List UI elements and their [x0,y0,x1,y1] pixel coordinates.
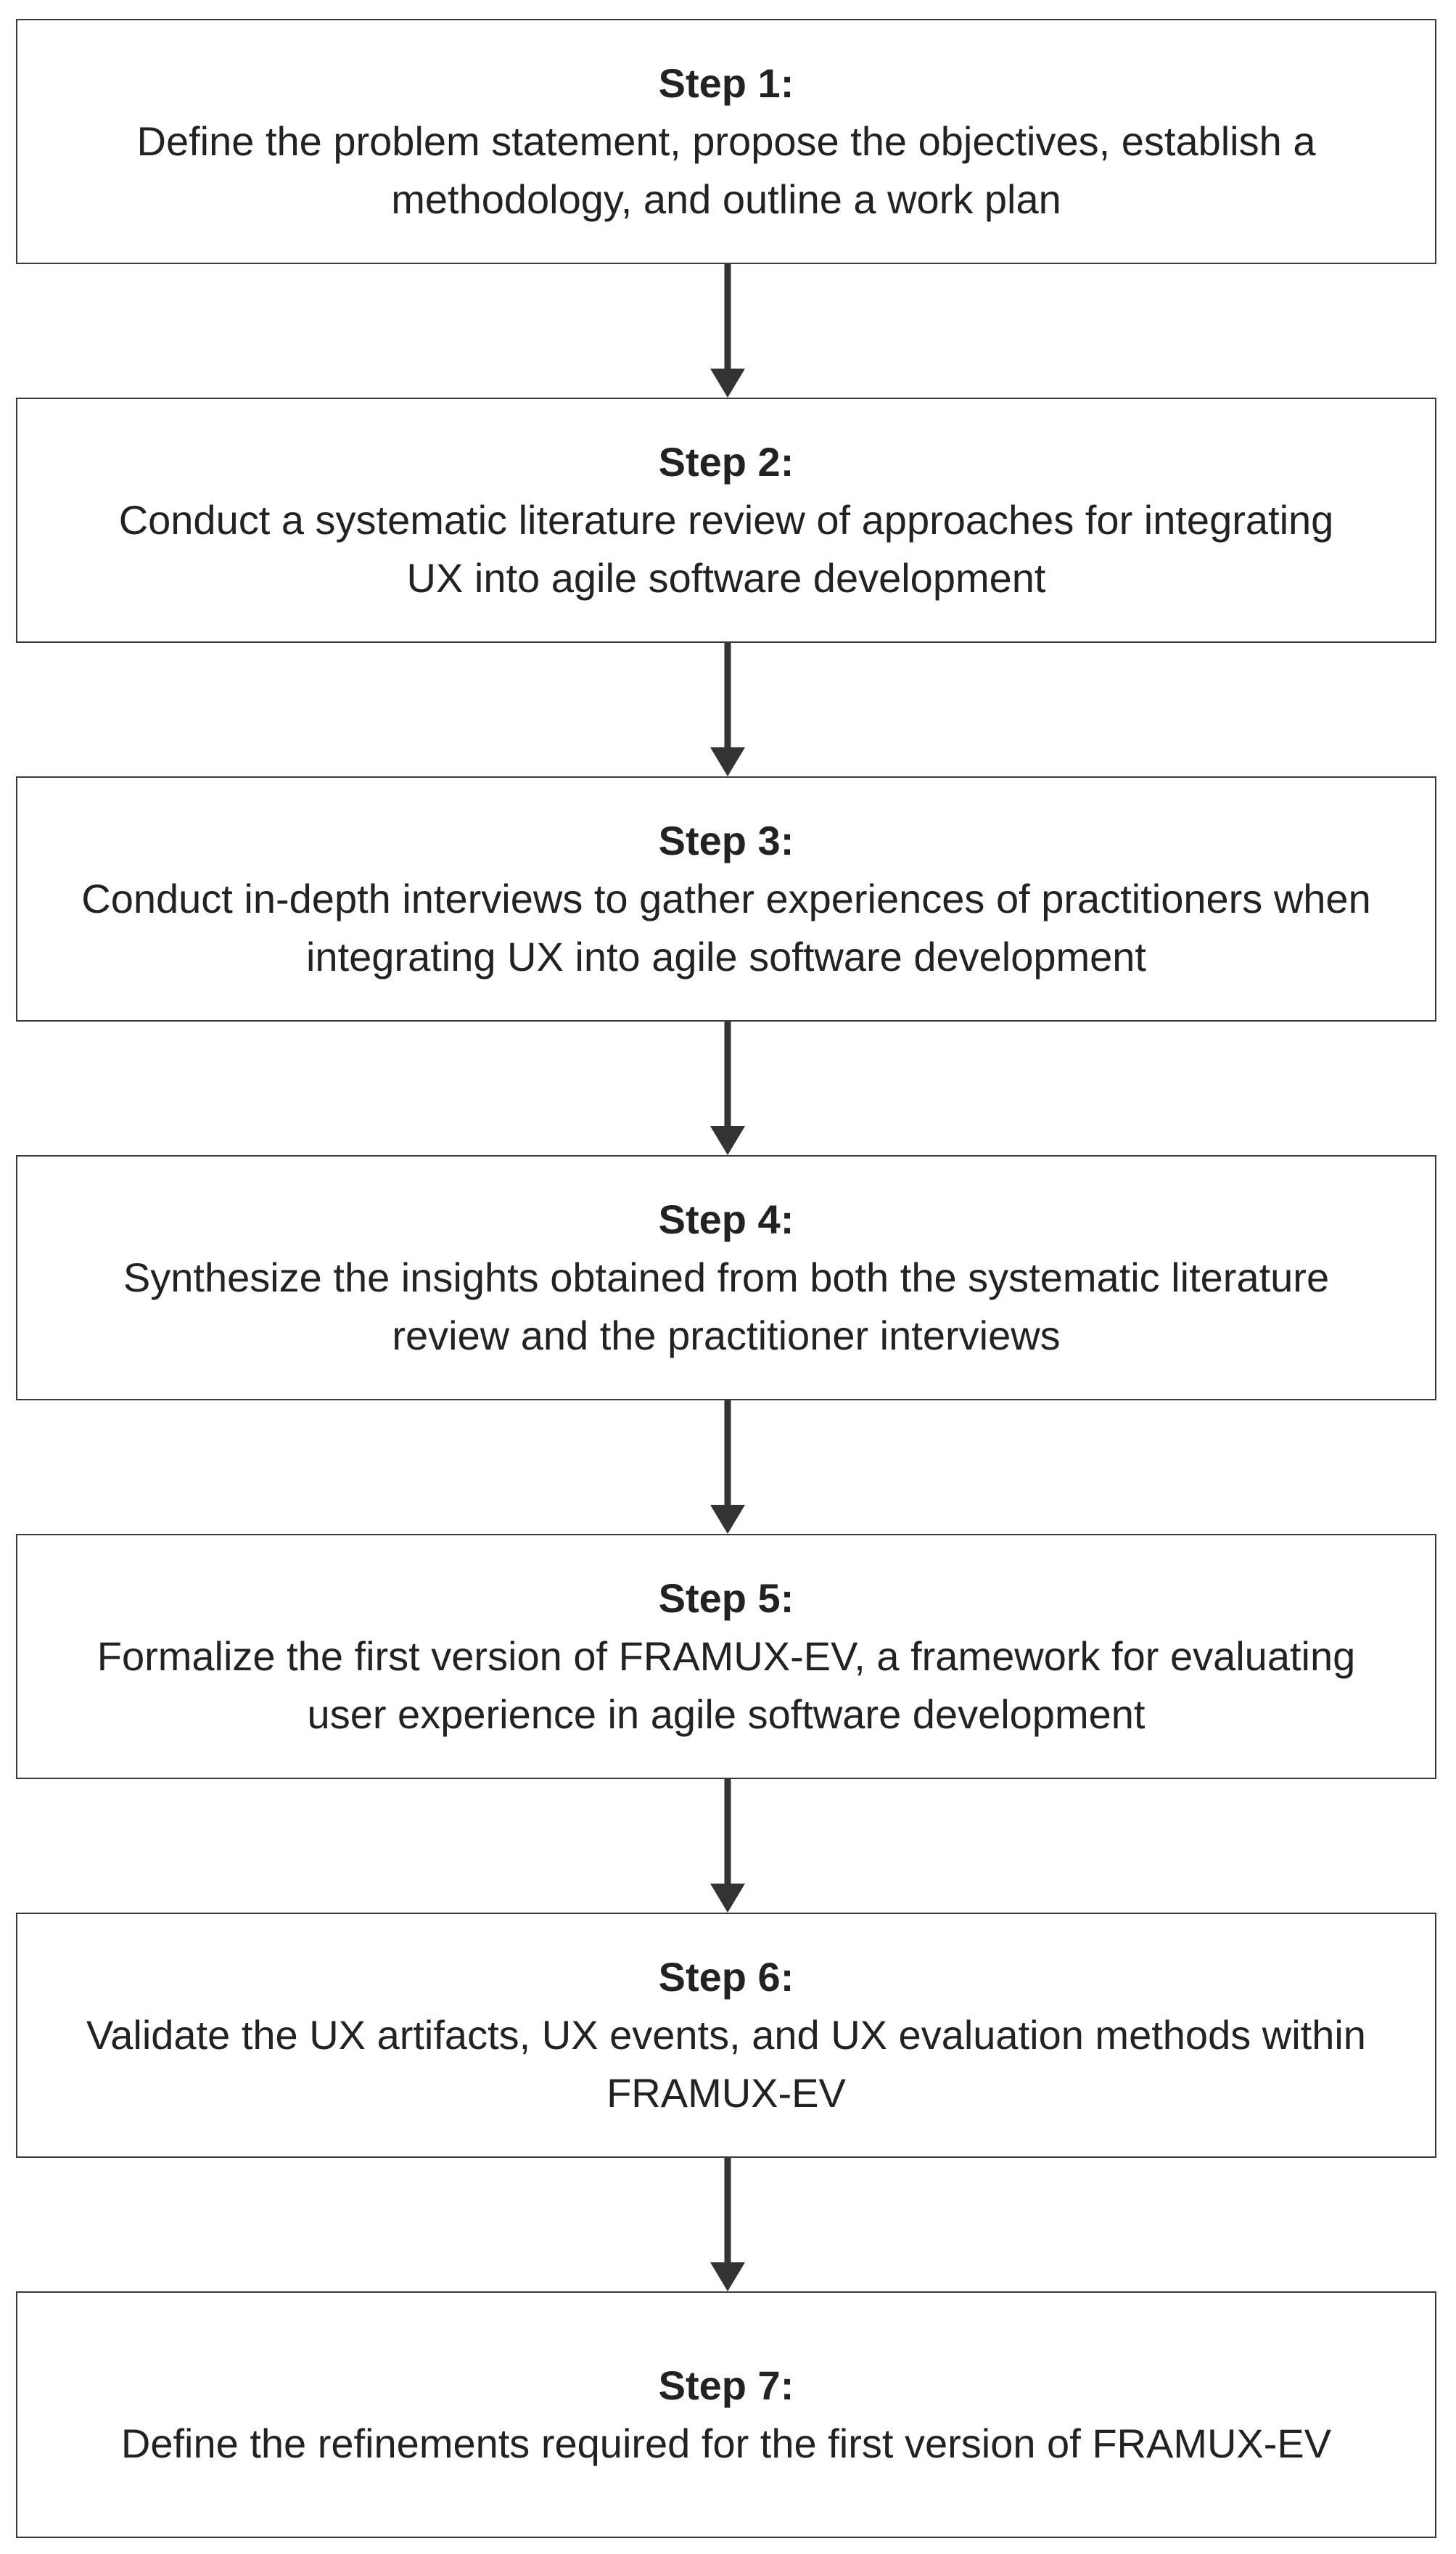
arrowhead-2-to-3 [710,747,745,776]
arrowhead-1-to-2 [710,369,745,398]
step-5-box: Step 5: Formalize the first version of F… [16,1534,1436,1779]
step-7-title: Step 7: [658,2362,794,2408]
step-1-title: Step 1: [658,60,794,106]
arrowhead-6-to-7 [710,2262,745,2291]
arrowhead-4-to-5 [710,1505,745,1534]
step-6-box: Step 6: Validate the UX artifacts, UX ev… [16,1913,1436,2158]
step-2-box: Step 2: Conduct a systematic literature … [16,398,1436,643]
step-2-title: Step 2: [658,439,794,485]
step-1-description: Define the problem statement, propose th… [136,118,1316,222]
step-5-title: Step 5: [658,1575,794,1621]
step-7-box: Step 7: Define the refinements required … [16,2291,1436,2538]
step-3-description: Conduct in-depth interviews to gather ex… [81,876,1371,980]
step-6-title: Step 6: [658,1954,794,2000]
arrowhead-3-to-4 [710,1126,745,1155]
step-3-box: Step 3: Conduct in-depth interviews to g… [16,776,1436,1022]
step-6-description: Validate the UX artifacts, UX events, an… [86,2012,1366,2116]
step-1-box: Step 1: Define the problem statement, pr… [16,19,1436,264]
step-4-title: Step 4: [658,1196,794,1242]
step-4-box: Step 4: Synthesize the insights obtained… [16,1155,1436,1400]
step-5-description: Formalize the first version of FRAMUX-EV… [96,1633,1356,1737]
arrowhead-5-to-6 [710,1884,745,1913]
step-4-description: Synthesize the insights obtained from bo… [123,1255,1330,1358]
step-2-description: Conduct a systematic literature review o… [118,497,1334,601]
step-3-title: Step 3: [658,818,794,863]
step-7-description: Define the refinements required for the … [120,2420,1332,2466]
